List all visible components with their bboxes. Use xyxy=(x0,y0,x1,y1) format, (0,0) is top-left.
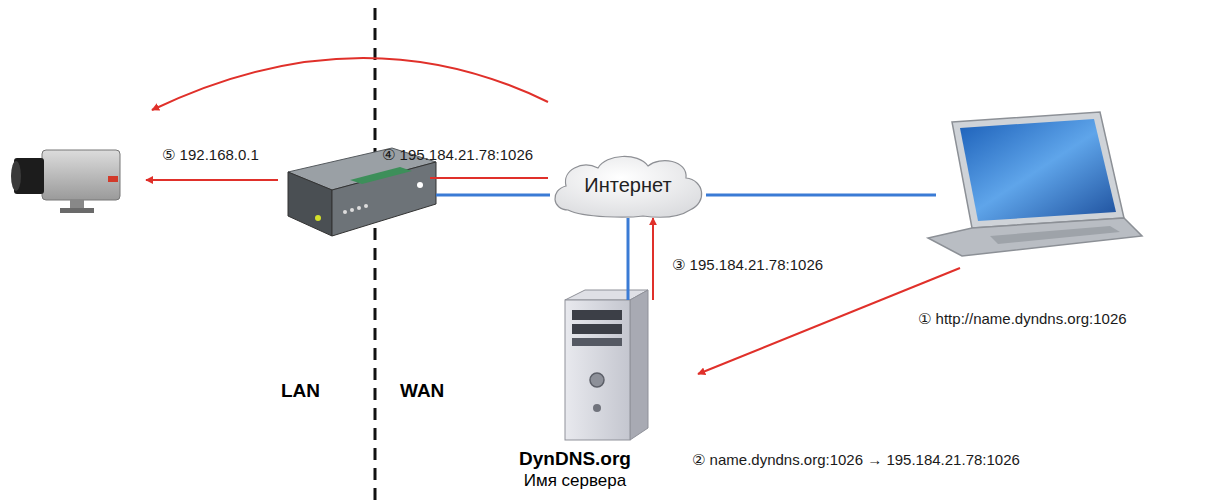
server-name: DynDNS.org xyxy=(475,448,675,470)
step-label: ② name.dyndns.org:1026 → 195.184.21.78:1… xyxy=(692,451,1020,469)
laptop xyxy=(928,112,1142,256)
request-arrow xyxy=(430,177,548,179)
zone-label: LAN xyxy=(281,382,320,400)
network-link xyxy=(436,194,550,197)
step-label: ③ 195.184.21.78:1026 xyxy=(672,256,823,274)
lan-wan-divider xyxy=(374,8,377,500)
step-label: ④ 195.184.21.78:1026 xyxy=(382,146,533,164)
server-tower xyxy=(565,290,648,440)
ip-camera xyxy=(11,150,120,213)
dns-server: DynDNS.orgИмя сервера xyxy=(565,300,630,440)
network-link xyxy=(627,218,630,300)
zone-label: WAN xyxy=(400,382,444,400)
cloud-label: Интернет xyxy=(584,174,671,197)
step-label: ① http://name.dyndns.org:1026 xyxy=(918,310,1127,328)
server-caption: Имя сервера xyxy=(475,470,675,491)
request-arrow xyxy=(146,179,278,181)
response-arrow xyxy=(652,218,654,300)
step-label: ⑤ 192.168.0.1 xyxy=(162,146,259,164)
internet-cloud: Интернет xyxy=(548,152,708,218)
network-link xyxy=(706,194,936,197)
request-arrow xyxy=(152,58,548,110)
